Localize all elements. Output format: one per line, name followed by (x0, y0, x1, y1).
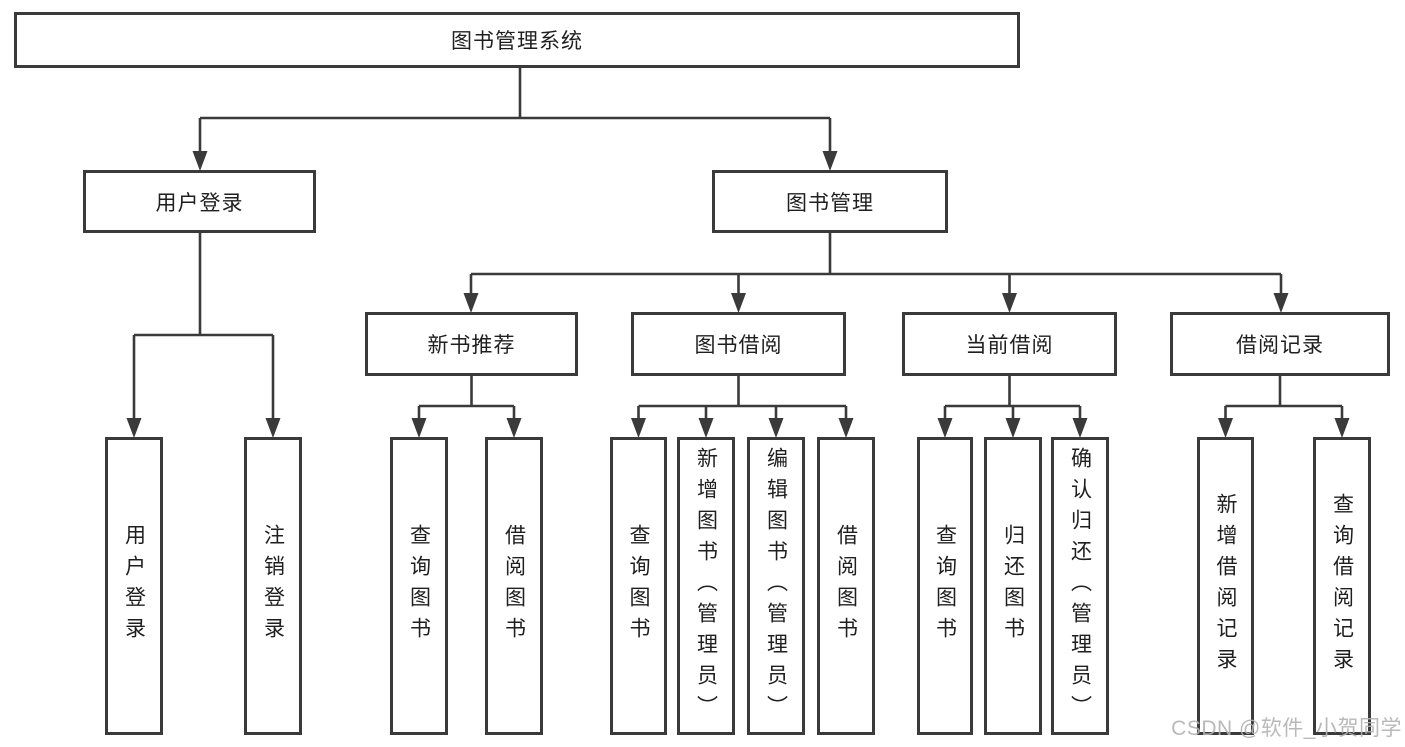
node-borrow-records-label: 借阅记录 (1236, 334, 1324, 357)
leaf-bw-edit-books-admin: 编辑图书（管理员） (747, 437, 805, 735)
arrowhead (822, 151, 838, 171)
arrowhead (463, 293, 479, 313)
arrowhead (631, 418, 646, 438)
leaf-logout: 注销登录 (244, 437, 302, 735)
leaf-cu-confirm-return-admin: 确认归还（管理员） (1051, 437, 1109, 735)
leaf-rc-add-record-label: 新增借阅记录 (1214, 493, 1237, 679)
leaf-rc-query-record: 查询借阅记录 (1313, 437, 1371, 735)
arrowhead (1273, 293, 1289, 313)
node-user-login: 用户登录 (83, 170, 316, 233)
arrowhead (698, 418, 714, 438)
arrowhead (265, 418, 281, 438)
leaf-bw-borrow-books: 借阅图书 (817, 437, 875, 735)
arrowhead (768, 418, 784, 438)
leaf-bw-edit-books-admin-label: 编辑图书（管理员） (764, 446, 788, 726)
arrowhead (1218, 418, 1233, 438)
node-book-mgmt: 图书管理 (712, 170, 948, 233)
leaf-cu-query-books-label: 查询图书 (933, 524, 957, 648)
node-root-label: 图书管理系统 (451, 30, 583, 53)
leaf-nb-borrow-books: 借阅图书 (485, 437, 543, 735)
leaf-cu-return-books: 归还图书 (984, 437, 1042, 735)
leaf-rc-query-record-label: 查询借阅记录 (1330, 493, 1354, 679)
arrowhead (838, 418, 854, 438)
node-new-book-rec-label: 新书推荐 (427, 334, 516, 357)
arrowhead (506, 418, 522, 438)
node-book-mgmt-label: 图书管理 (786, 191, 874, 215)
leaf-nb-borrow-books-label: 借阅图书 (502, 524, 526, 648)
leaf-logout-label: 注销登录 (261, 524, 285, 648)
leaf-nb-query-books: 查询图书 (390, 437, 448, 735)
leaf-bw-borrow-books-label: 借阅图书 (834, 524, 858, 648)
node-current-borrow-label: 当前借阅 (965, 334, 1054, 357)
node-current-borrow: 当前借阅 (902, 312, 1117, 376)
node-root: 图书管理系统 (14, 12, 1020, 68)
node-book-borrow-label: 图书借阅 (694, 334, 783, 357)
leaf-user-login-label: 用户登录 (122, 524, 146, 648)
arrowhead (937, 418, 953, 438)
arrowhead (411, 418, 427, 438)
leaf-rc-add-record: 新增借阅记录 (1197, 437, 1254, 735)
node-user-login-label: 用户登录 (155, 191, 244, 215)
arrowhead (1005, 418, 1021, 438)
arrowhead (192, 151, 208, 171)
arrowhead (1334, 418, 1350, 438)
arrowhead (1072, 418, 1088, 438)
node-borrow-records: 借阅记录 (1170, 312, 1390, 376)
leaf-bw-query-books: 查询图书 (610, 437, 667, 735)
leaf-cu-query-books: 查询图书 (917, 437, 973, 735)
node-book-borrow: 图书借阅 (631, 312, 846, 376)
leaf-bw-add-books-admin: 新增图书（管理员） (677, 437, 735, 735)
leaf-bw-query-books-label: 查询图书 (627, 524, 650, 648)
arrowhead (1002, 293, 1017, 313)
leaf-cu-confirm-return-admin-label: 确认归还（管理员） (1068, 446, 1092, 726)
leaf-bw-add-books-admin-label: 新增图书（管理员） (694, 446, 718, 726)
arrowhead (126, 418, 142, 438)
leaf-nb-query-books-label: 查询图书 (407, 524, 431, 648)
node-new-book-rec: 新书推荐 (365, 312, 578, 376)
leaf-user-login: 用户登录 (105, 437, 163, 735)
leaf-cu-return-books-label: 归还图书 (1001, 524, 1025, 648)
arrowhead (731, 293, 746, 313)
